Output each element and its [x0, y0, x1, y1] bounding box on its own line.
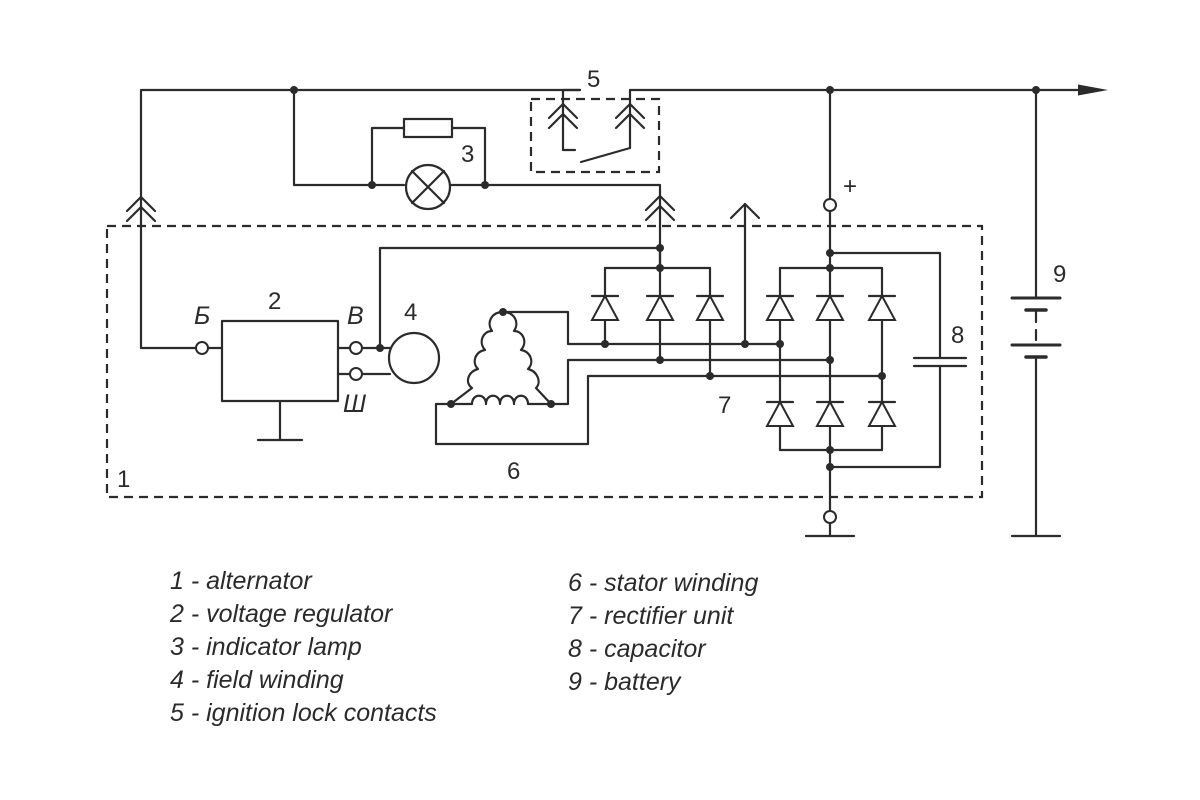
- field-winding: 4: [360, 244, 664, 385]
- field-winding-symbol: [387, 331, 441, 385]
- legend-item-1: 1 - alternator: [170, 567, 313, 595]
- legend-item-7: 7 - rectifier unit: [568, 602, 734, 630]
- terminal-sh: [349, 367, 363, 381]
- terminal-sh-label: Ш: [343, 390, 367, 418]
- legend-item-6: 6 - stator winding: [568, 569, 758, 597]
- voltage-regulator: 2 Б В Ш: [194, 288, 367, 442]
- rectifier-unit: + 7: [718, 88, 897, 538]
- lamp-label: 3: [461, 141, 474, 168]
- regulator-label: 2: [268, 288, 281, 315]
- ignition-label: 5: [587, 66, 600, 93]
- terminal-b: [195, 341, 209, 355]
- terminal-v-label: В: [347, 302, 364, 330]
- field-label: 4: [404, 299, 417, 326]
- alternator-enclosure: [105, 224, 984, 499]
- ignition-lock-contacts: 5: [529, 66, 661, 174]
- battery-label: 9: [1053, 261, 1066, 288]
- top-bus-wiring: [139, 84, 1108, 199]
- legend-item-4: 4 - field winding: [170, 666, 344, 694]
- legend-item-3: 3 - indicator lamp: [170, 633, 362, 661]
- legend-item-8: 8 - capacitor: [568, 635, 707, 663]
- capacitor: 8: [828, 251, 968, 469]
- rectifier-diode-upper-1: [765, 293, 795, 321]
- legend-item-5: 5 - ignition lock contacts: [170, 699, 437, 727]
- terminal-v: [349, 341, 363, 355]
- regulator-box: [220, 319, 340, 403]
- rectifier-label: 7: [718, 392, 731, 419]
- positive-terminal: [823, 198, 837, 212]
- stator-label: 6: [507, 458, 520, 485]
- rectifier-diode-lower-2: [815, 399, 845, 427]
- alternator-label: 1: [117, 466, 130, 493]
- positive-sign: +: [843, 173, 857, 200]
- battery: 9: [1010, 88, 1066, 538]
- indicator-lamp: [404, 163, 452, 211]
- output-arrow: [1078, 84, 1108, 96]
- ignition-lock-enclosure: [529, 97, 661, 174]
- rectifier-diode-lower-3: [867, 399, 897, 427]
- stator-winding: 6: [434, 308, 884, 485]
- aux-diode-2: [645, 293, 675, 321]
- lamp-resistor: [402, 117, 454, 139]
- connector-w: [729, 202, 761, 346]
- rectifier-diode-upper-3: [867, 293, 897, 321]
- indicator-lamp-circuit: 3: [292, 88, 662, 211]
- aux-diode-3: [695, 293, 725, 321]
- legend-item-2: 2 - voltage regulator: [169, 600, 394, 628]
- capacitor-label: 8: [951, 322, 964, 349]
- legend: 1 - alternator 2 - voltage regulator 3 -…: [169, 567, 758, 727]
- terminal-b-label: Б: [194, 302, 210, 330]
- ground-terminal: [823, 510, 837, 524]
- connector-b: [125, 195, 198, 350]
- legend-item-9: 9 - battery: [568, 668, 682, 696]
- auxiliary-diode-bridge: [590, 246, 749, 380]
- aux-diode-1: [590, 293, 620, 321]
- rectifier-diode-lower-1: [765, 399, 795, 427]
- rectifier-diode-upper-2: [815, 293, 845, 321]
